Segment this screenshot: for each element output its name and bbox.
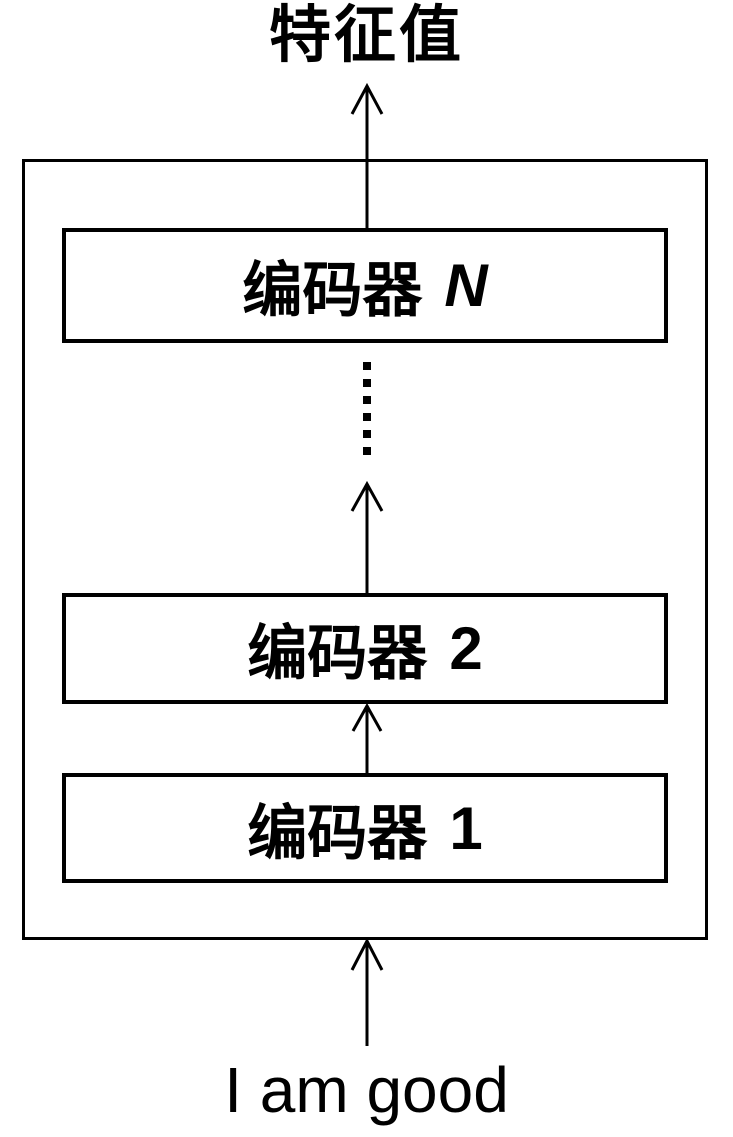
encoder-n-label: 编码器 xyxy=(242,257,423,324)
encoder-n-index: N xyxy=(444,252,488,319)
input-label: I am good xyxy=(224,1054,509,1126)
encoder-2-label: 编码器 xyxy=(247,620,428,687)
encoder-n-box: 编码器 N xyxy=(62,228,668,343)
encoder-1-label: 编码器 xyxy=(247,799,428,867)
encoder-1-index: 1 xyxy=(449,794,483,862)
encoder-2-index: 2 xyxy=(449,615,483,682)
input-arrow-up-icon xyxy=(350,937,384,1046)
output-label: 特征值 xyxy=(268,1,464,70)
encoder-2-box: 编码器 2 xyxy=(62,593,668,704)
encoder-1-box: 编码器 1 xyxy=(62,773,668,883)
